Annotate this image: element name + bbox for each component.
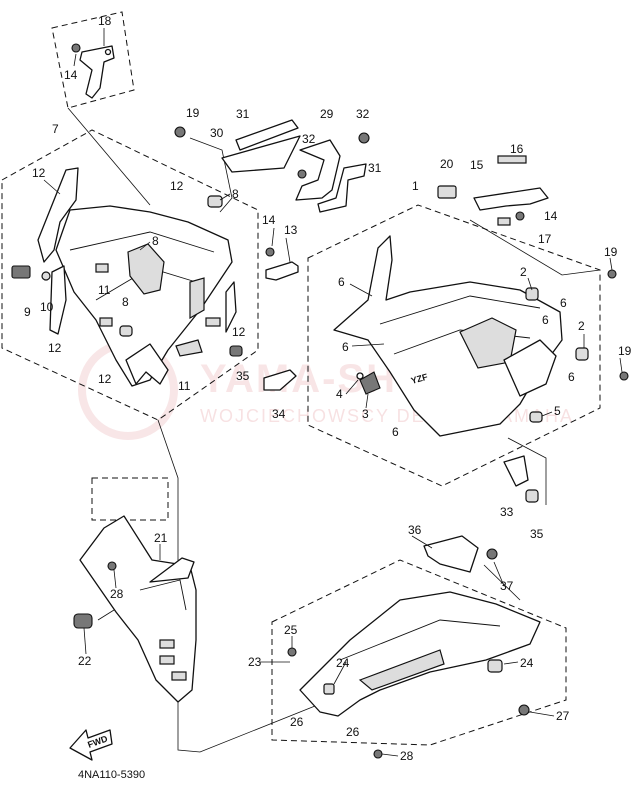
callout-2: 2 [578,319,585,333]
callout-8: 8 [122,295,129,309]
callout-33: 33 [500,505,514,519]
callout-12: 12 [170,179,184,193]
callout-10: 10 [40,300,54,314]
callout-31: 31 [368,161,382,175]
callout-35: 35 [236,369,250,383]
main-cowling-group-1: YZF [333,155,629,503]
callout-30: 30 [210,126,224,140]
inner-panel-group-7 [11,167,237,387]
callout-27: 27 [556,709,570,723]
callout-11: 11 [98,283,111,297]
callout-11: 11 [178,379,191,393]
callout-24: 24 [336,656,350,670]
bracket-13 [229,247,299,391]
callout-26: 26 [290,715,304,729]
callout-8: 8 [232,187,239,201]
callout-23: 23 [248,655,262,669]
callout-5: 5 [554,404,561,418]
fwd-arrow-icon: FWD [69,729,113,761]
callout-19: 19 [618,344,632,358]
group-outline-1 [307,204,601,487]
callout-20: 20 [440,157,454,171]
callout-9: 9 [24,305,31,319]
connection-lines [67,107,601,753]
callout-4: 4 [336,387,343,401]
callout-6: 6 [568,370,575,384]
callout-6: 6 [392,425,399,439]
callout-36: 36 [408,523,422,537]
callout-12: 12 [32,166,46,180]
svg-text:YZF: YZF [410,371,430,385]
callout-28: 28 [400,749,414,763]
group-outline-18 [51,11,135,109]
callout-1: 1 [412,179,419,193]
group-outline-23 [271,559,567,746]
group-outline-7 [1,129,259,421]
callout-19: 19 [604,245,618,259]
callout-24: 24 [520,656,534,670]
callout-6: 6 [342,340,349,354]
callout-22: 22 [78,654,92,668]
callout-6: 6 [542,313,549,327]
callout-25: 25 [284,623,298,637]
callout-18: 18 [98,14,112,28]
brackets-29-32 [174,119,370,213]
callout-12: 12 [48,341,62,355]
callout-29: 29 [320,107,334,121]
part-code: 4NA110-5390 [78,769,145,781]
callout-14: 14 [262,213,276,227]
callout-32: 32 [356,107,370,121]
callout-34: 34 [272,407,286,421]
callout-2: 2 [520,265,527,279]
watermark-dealer: WOJCIECHOWSCY DEALER YAMAHA [200,406,574,426]
callout-26: 26 [346,725,360,739]
callout-15: 15 [470,158,484,172]
callout-leaders [43,28,623,757]
callout-3: 3 [362,407,369,421]
callout-16: 16 [510,142,524,156]
under-cowl-group-23 [287,535,541,759]
callout-14: 14 [544,209,558,223]
callout-6: 6 [560,296,567,310]
callout-13: 13 [284,223,298,237]
front-lower-panel-21 [73,515,197,703]
callout-32: 32 [302,132,316,146]
callout-8: 8 [152,234,159,248]
callout-28: 28 [110,587,124,601]
bracket-18 [71,43,115,99]
callout-12: 12 [98,372,112,386]
callout-17: 17 [538,232,552,246]
callout-37: 37 [500,579,514,593]
callout-12: 12 [232,325,246,339]
group-outline-21 [91,477,169,521]
assembly-group-outlines [1,11,601,746]
callout-14: 14 [64,68,78,82]
part-callouts: 18 14 19 31 30 29 32 32 31 7 12 12 8 8 1… [24,14,632,763]
callout-31: 31 [236,107,250,121]
callout-35: 35 [530,527,544,541]
callout-19: 19 [186,106,200,120]
callout-21: 21 [154,531,168,545]
callout-7: 7 [52,122,59,136]
callout-6: 6 [338,275,345,289]
